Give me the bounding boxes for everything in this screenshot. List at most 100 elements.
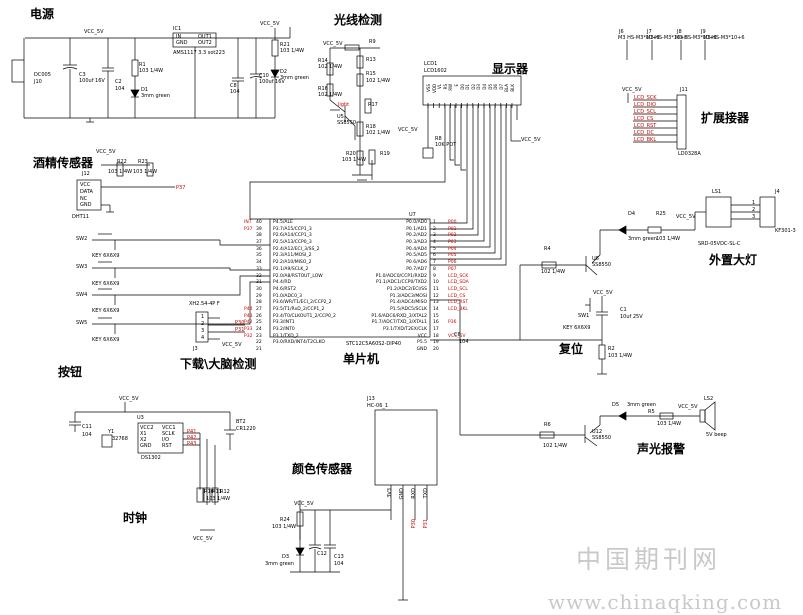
d5-label: D5	[612, 402, 620, 408]
d2-value: 3mm green	[280, 75, 309, 81]
r24-label: R24	[280, 517, 290, 523]
mcu-left-net-18	[244, 340, 252, 347]
j3-label: J3	[193, 346, 198, 352]
r24-value: 103 1/4W	[272, 524, 297, 530]
title-alcohol: 酒精传感器	[33, 156, 94, 170]
d5-value: 3mm green	[627, 402, 656, 408]
j13-pin-txd: TXD	[423, 488, 429, 499]
mcu-right-pin-1: P0.1/AD1	[406, 226, 427, 232]
u3-pin-gnd: GND	[140, 443, 152, 449]
mcu-right-num-11: 12	[433, 293, 439, 299]
mcu-right-num-0: 1	[433, 220, 436, 225]
mcu-left-net-0: INT	[244, 220, 252, 225]
lcd-pin-label-9: D3	[476, 84, 482, 90]
header-j9: J9	[701, 29, 706, 35]
vcc-label: VCC_5V	[96, 149, 116, 155]
mcu-right-pin-19: GND	[416, 347, 427, 353]
r17-label: R17	[368, 102, 378, 108]
title-buttons: 按钮	[58, 365, 83, 379]
lcd-pin-label-0: VSS	[426, 84, 431, 92]
c6-label: C6	[454, 332, 461, 338]
title-alarm: 声光报警	[637, 442, 686, 456]
lcd-pin-label-12: D6	[493, 84, 499, 90]
vcc-label: VCC_5V	[622, 87, 642, 93]
mcu-ref: U7	[409, 212, 416, 218]
mcu-right-num-8: 9	[433, 273, 436, 279]
header-value: M3 HS-M3*10+6	[675, 35, 717, 41]
light-circuit	[326, 44, 380, 181]
mcu-right-num-10: 11	[433, 286, 439, 292]
title-power: 电源	[30, 7, 55, 21]
ic1-pin-in: IN	[176, 34, 182, 40]
mcu-left-pin-13: P3.5/T1/RxD_2/CCP1_2	[273, 306, 325, 312]
title-mcu: 单片机	[343, 352, 380, 366]
clock-net-p42: P42	[187, 435, 197, 441]
j13-pin-rxd: RXD	[411, 488, 417, 499]
ic1-part: AMS1117 3.3 sot223	[173, 50, 225, 56]
mcu-left-net-19	[244, 347, 252, 354]
r14-value: 102 1/4W	[318, 64, 343, 70]
mcu-left-net-12	[244, 300, 252, 307]
alcohol-block	[76, 162, 175, 213]
bt2-label: BT2	[236, 419, 246, 425]
ic1-pin-out2: OUT2	[198, 40, 212, 46]
vcc-label: VCC_5V	[593, 290, 613, 296]
mcu-right-num-3: 4	[433, 240, 436, 246]
c11-label: C11	[82, 424, 92, 430]
mcu-left-pin-16: P3.2/INT0	[273, 327, 295, 332]
u3-pin-sclk: SCLK	[162, 431, 175, 437]
mcu-right-pin-16: P3.1/TXD/T2EX/CLK	[383, 327, 427, 332]
mcu-right-net-10: LCD_SCL	[448, 286, 468, 292]
mcu-right-num-9: 10	[433, 280, 439, 286]
u3-pin-vcc1: VCC1	[162, 425, 176, 431]
mcu-left-net-15: P42	[244, 320, 253, 326]
c2-label: C2	[115, 79, 122, 85]
mcu-right-net-17: VCC_5V	[448, 333, 466, 339]
j4-pin-2: 2	[752, 207, 756, 213]
sw4-label: SW4	[76, 292, 88, 298]
mcu-left-pin-10: P4.6/RST2	[273, 286, 296, 292]
j12-label: J12	[82, 171, 90, 177]
mcu-right-net-4: P04	[448, 246, 457, 252]
sw1-label: SW1	[578, 313, 590, 319]
sw1-value: KEY 6X6X9	[563, 325, 591, 331]
r20-value: 103 1/4W	[342, 157, 367, 163]
mcu-left-net-4	[244, 247, 252, 254]
u5-label: U5	[337, 114, 344, 120]
lcd-pin-label-15: BLK	[510, 84, 515, 92]
r22-value: 103 1/4W	[108, 169, 133, 175]
u12-label: U12	[592, 429, 603, 435]
header-value: M3 HS-M3*10+6	[618, 35, 660, 41]
vcc-label: VCC_5V	[521, 137, 541, 143]
u6-label: U6	[592, 256, 599, 262]
buttons-block	[92, 233, 270, 334]
mcu-right-num-15: 16	[433, 320, 439, 326]
j12-pin-nc: NC	[80, 196, 88, 202]
mcu-right-net-12: LCD_RST	[448, 300, 469, 306]
mcu-left-pin-3: P2.5/A13/CCP0_3	[273, 240, 312, 246]
title-clock: 时钟	[123, 511, 148, 525]
header-value: M3 HS-M3*10+6	[646, 35, 688, 41]
d4-value: 3mm green	[628, 236, 657, 242]
mcu-left-net-14: P43	[244, 313, 253, 319]
color-net-p31: P31	[423, 519, 429, 529]
r15-value: 102 1/4W	[366, 78, 391, 84]
c13-value: 104	[334, 561, 344, 567]
mcu-right-pin-10: P1.2/ADC2/ECI/SS	[387, 286, 427, 292]
mcu-left-pin-14: P3.4/T0/CLKOUT1_2/CCP0_2	[273, 313, 336, 319]
j13-label: J13	[367, 396, 375, 402]
mcu-left-pin-11: P1.0/ADC0_3	[273, 293, 303, 299]
lcd-pin-label-14: BLA	[504, 84, 510, 92]
mcu-left-num-9: 31	[256, 280, 262, 286]
watermark-cn: 中国期刊网	[576, 545, 722, 574]
mcu-left-num-13: 27	[256, 306, 262, 312]
j10-label: J10	[34, 79, 42, 85]
d1-label: D1	[141, 87, 149, 93]
mcu-right-pin-3: P0.3/AD3	[406, 240, 427, 246]
u3-label: U3	[137, 415, 144, 421]
mcu-right-num-7: 8	[433, 266, 436, 272]
exp-net-2: LCD_SCL	[634, 109, 657, 115]
